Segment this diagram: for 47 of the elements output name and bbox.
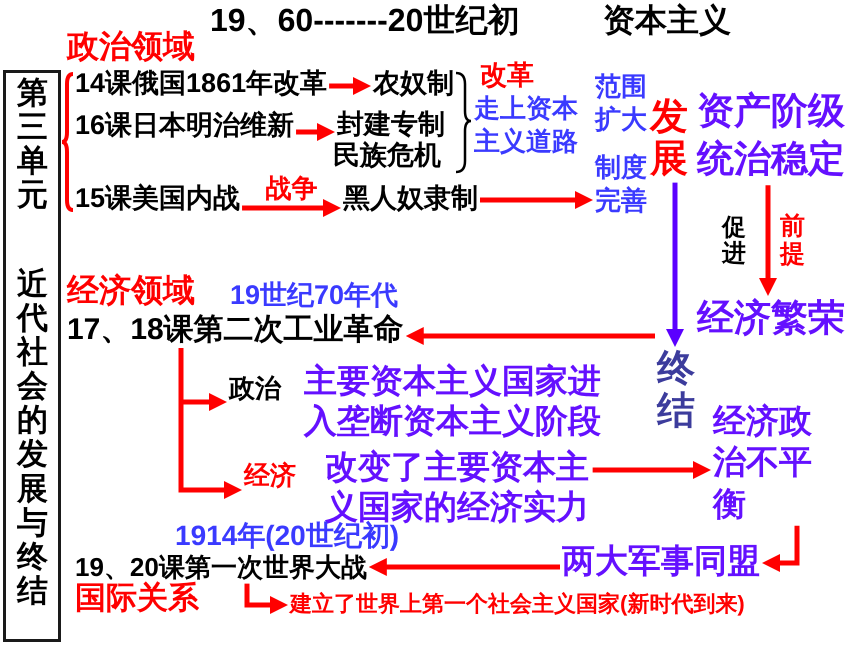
elbow-arrow [244, 584, 288, 614]
arrow [406, 327, 655, 345]
elbow-arrow [762, 526, 800, 572]
note-text: 促进 [722, 215, 746, 268]
edge-label: 战争 [266, 174, 318, 203]
concept-text: 经济 [244, 461, 296, 490]
lesson-title: 15课美国内战 [75, 184, 240, 214]
lesson-title: 14课俄国1861年改革 [75, 69, 328, 99]
title: 19、60-------20世纪初 [210, 3, 520, 38]
arrow [368, 558, 560, 576]
note-text: 主要资本主义国家进入垄断资本主义阶段 [304, 361, 602, 440]
note-text: 改革 [480, 61, 534, 91]
lesson-title: 17、18课第二次工业革命 [67, 313, 404, 346]
arrow [759, 185, 777, 296]
concept-text: 经济繁荣 [697, 298, 845, 339]
note-text: 走上资本主义道路 [474, 92, 579, 158]
unit-box [3, 70, 61, 642]
arrow [480, 191, 593, 209]
keyword-text: 终结 [657, 349, 695, 433]
arrow [296, 123, 335, 141]
concept-text: 制度完善 [595, 151, 648, 218]
concept-text: 资产阶级统治稳定 [697, 87, 847, 184]
lesson-title: 16课日本明治维新 [75, 111, 294, 141]
arrow [329, 77, 371, 95]
note-text: 范围扩大 [595, 70, 648, 136]
section-heading: 国际关系 [75, 581, 199, 616]
concept-text: 农奴制 [373, 69, 454, 99]
concept-text: 封建专制 [337, 110, 445, 140]
heading-text: 资本主义 [603, 3, 731, 38]
concept-text: 黑人奴隶制 [343, 184, 478, 214]
unit-theme-text: 近代社会的发展与终结 [17, 267, 48, 608]
keyword-text: 发展 [650, 97, 688, 181]
concept-text: 民族危机 [333, 141, 441, 171]
section-heading: 经济领域 [67, 273, 195, 308]
concept-text: 经济政治不平衡 [713, 400, 814, 524]
unit-title: 第三单元 [17, 76, 48, 212]
section-heading: 政治领域 [67, 29, 195, 64]
concept-text: 建立了世界上第一个社会主义国家(新时代到来) [290, 592, 745, 616]
arrow [666, 182, 684, 347]
date-text: 19世纪70年代 [230, 281, 398, 311]
lesson-title: 19、20课第一次世界大战 [75, 553, 367, 582]
date-text: 1914年(20世纪初) [175, 521, 400, 552]
concept-text: 政治 [229, 374, 281, 403]
arrow [592, 461, 711, 479]
edge-label: 前提 [780, 213, 805, 268]
arrow [242, 199, 341, 217]
concept-text: 两大军事同盟 [562, 543, 760, 580]
